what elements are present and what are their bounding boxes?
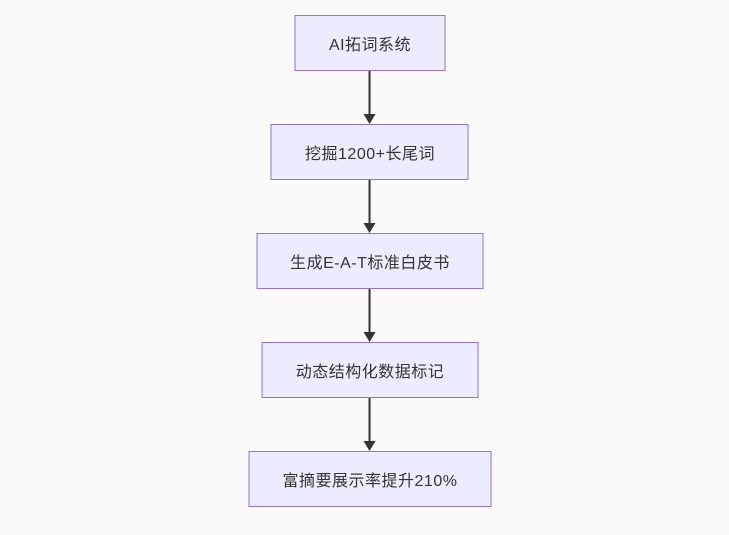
flow-node-label: 挖掘1200+长尾词 <box>305 146 435 163</box>
arrow-head-icon <box>364 114 376 124</box>
flow-arrow-1 <box>364 71 376 124</box>
arrow-line <box>369 289 371 333</box>
flow-node-structured-data: 动态结构化数据标记 <box>261 342 479 398</box>
arrow-line <box>369 180 371 224</box>
flow-node-rich-snippet-result: 富摘要展示率提升210% <box>248 451 492 507</box>
arrow-head-icon <box>364 332 376 342</box>
flow-node-label: AI拓词系统 <box>328 37 412 54</box>
flowchart-column: AI拓词系统 挖掘1200+长尾词 生成E-A-T标准白皮书 动态结构化数据标记 <box>248 15 492 507</box>
arrow-head-icon <box>364 223 376 233</box>
flow-node-ai-expansion: AI拓词系统 <box>294 15 446 71</box>
flow-arrow-4 <box>364 398 376 451</box>
arrow-line <box>369 398 371 442</box>
arrow-line <box>369 71 371 115</box>
flow-node-label: 生成E-A-T标准白皮书 <box>290 255 450 272</box>
flow-node-label: 富摘要展示率提升210% <box>282 473 458 490</box>
arrow-head-icon <box>364 441 376 451</box>
flow-node-label: 动态结构化数据标记 <box>295 364 445 381</box>
flow-arrow-3 <box>364 289 376 342</box>
flow-node-eat-whitepaper: 生成E-A-T标准白皮书 <box>256 233 484 289</box>
flow-arrow-2 <box>364 180 376 233</box>
flow-node-longtail-mining: 挖掘1200+长尾词 <box>271 124 469 180</box>
